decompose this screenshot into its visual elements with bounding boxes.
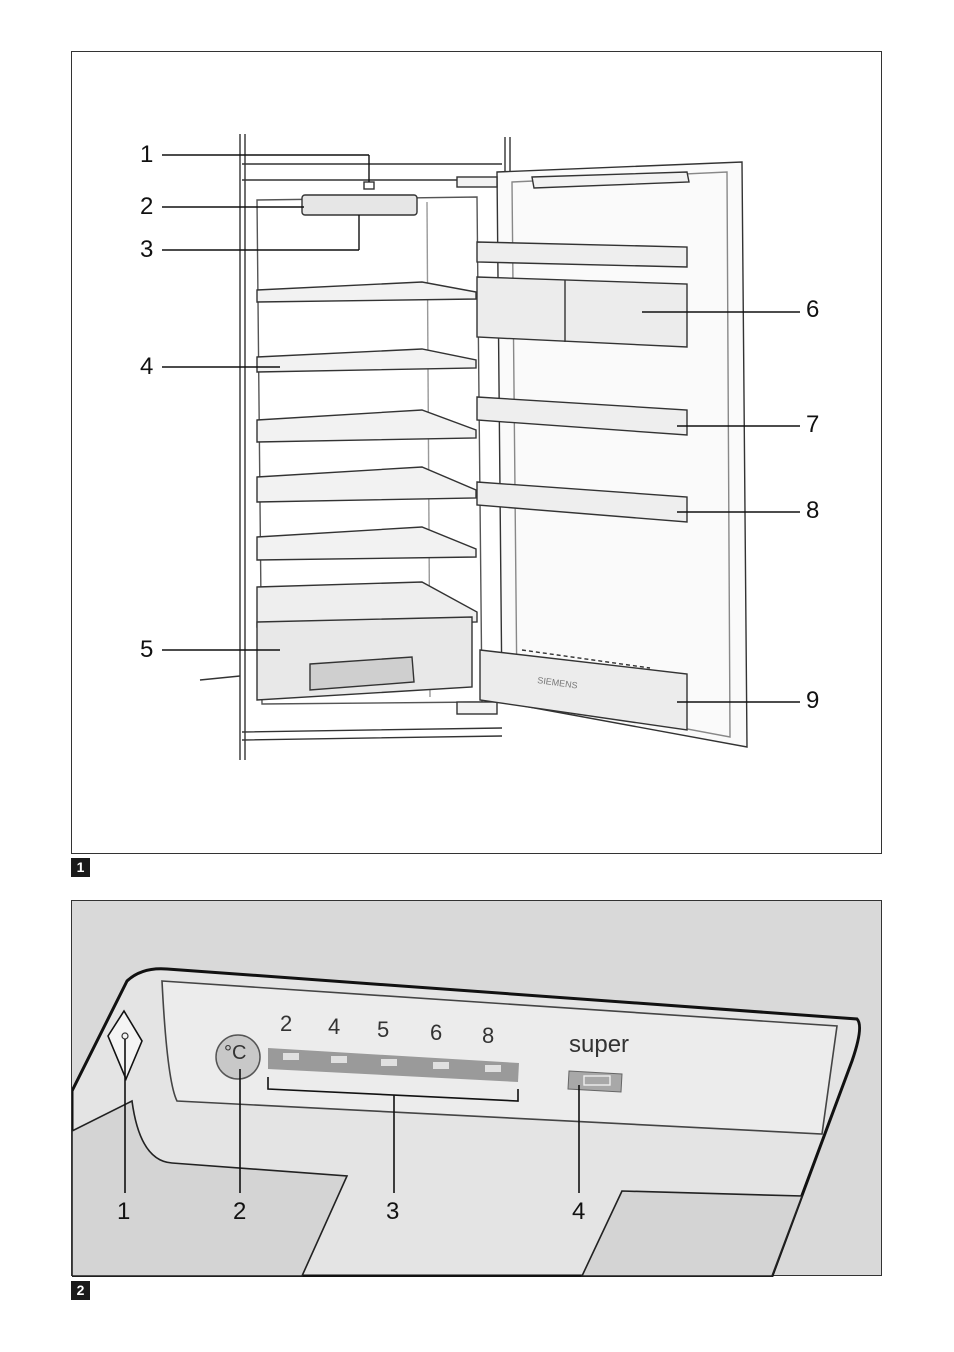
fridge-drawing: SIEMENS [72, 52, 883, 855]
callout-4: 4 [572, 1198, 585, 1226]
scale-label: 4 [328, 1014, 340, 1040]
scale-label: 2 [280, 1011, 292, 1037]
callout-4: 4 [140, 353, 153, 381]
super-label: super [569, 1031, 629, 1059]
callout-9: 9 [806, 687, 819, 715]
callout-7: 7 [806, 411, 819, 439]
scale-label: 6 [430, 1020, 442, 1046]
figure-1-fridge-interior: SIEMENS 1 2 3 4 5 6 7 8 9 [71, 51, 882, 854]
callout-3: 3 [140, 236, 153, 264]
temperature-button-label: °C [224, 1042, 246, 1065]
callout-6: 6 [806, 296, 819, 324]
scale-label: 5 [377, 1017, 389, 1043]
figure-1-badge: 1 [71, 858, 90, 877]
figure-2-badge: 2 [71, 1281, 90, 1300]
callout-3: 3 [386, 1198, 399, 1226]
callout-2: 2 [140, 193, 153, 221]
callout-1: 1 [140, 141, 153, 169]
scale-label: 8 [482, 1023, 494, 1049]
control-panel-drawing [72, 901, 883, 1277]
callout-5: 5 [140, 636, 153, 664]
callout-2: 2 [233, 1198, 246, 1226]
callout-8: 8 [806, 497, 819, 525]
figure-2-control-panel: 2 4 5 6 8 °C super 1 2 3 4 [71, 900, 882, 1276]
callout-1: 1 [117, 1198, 130, 1226]
